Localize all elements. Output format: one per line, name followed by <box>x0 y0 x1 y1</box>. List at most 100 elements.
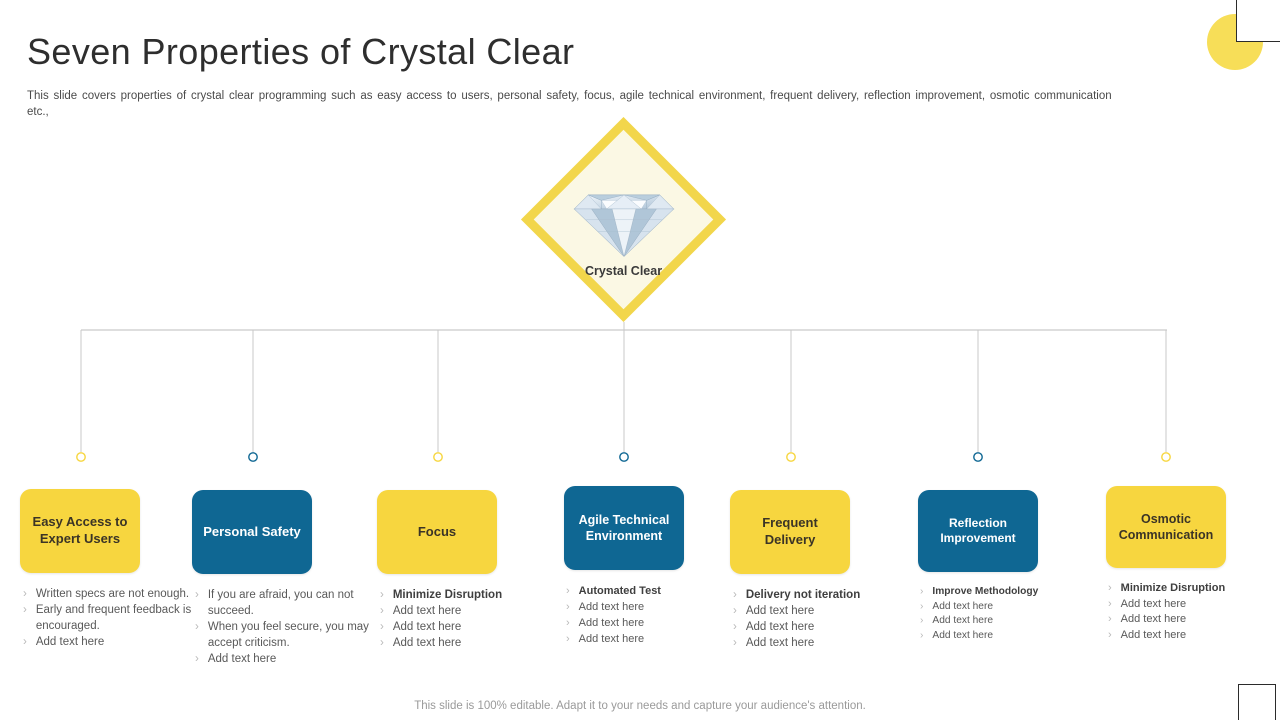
page-subtitle: This slide covers properties of crystal … <box>27 90 1112 118</box>
page-title: Seven Properties of Crystal Clear <box>27 31 575 72</box>
chevron-right-icon: › <box>733 605 737 617</box>
center-node-crystal-clear: Crystal Clear <box>520 116 727 323</box>
bullet-item: › Delivery not iteration <box>733 587 933 603</box>
chevron-right-icon: › <box>733 589 737 601</box>
bullet-item: ›Add text here <box>23 634 198 650</box>
property-bullet-list: ›Delivery not iteration›Add text here›Ad… <box>733 587 933 651</box>
chevron-right-icon: › <box>23 604 27 616</box>
property-card-4[interactable]: Agile Technical Environment <box>564 486 684 570</box>
bullet-item: › Add text here <box>380 635 570 651</box>
property-column: Personal Safety ›If you are afraid, you c… <box>192 490 370 667</box>
bullet-text: Add text here <box>578 633 645 645</box>
bullet-item: › Add text here <box>1108 612 1280 628</box>
property-bullet-list: ›Automated Test›Add text here›Add text h… <box>566 583 756 647</box>
chevron-right-icon: › <box>380 589 384 601</box>
chevron-right-icon: › <box>1108 582 1112 594</box>
bullet-text: Add text here <box>932 629 994 641</box>
bullet-text: Add text here <box>745 605 815 617</box>
property-bullet-list: ›Written specs are not enough.›Early and… <box>23 586 198 650</box>
bullet-item: › Add text here <box>920 614 1115 629</box>
bullet-item: › Add text here <box>920 600 1115 615</box>
chevron-right-icon: › <box>1108 613 1112 626</box>
bullet-item: › Add text here <box>1108 628 1280 644</box>
bullet-item: › Add text here <box>566 631 756 647</box>
chevron-right-icon: › <box>380 605 384 617</box>
bullet-item: ›If you are afraid, you can not succeed. <box>195 587 370 619</box>
bullet-item: ›Automated Test <box>566 583 756 599</box>
bullet-text: Add text here <box>932 600 994 612</box>
chevron-right-icon: › <box>733 637 737 649</box>
center-node-label: Crystal Clear <box>584 264 663 278</box>
chevron-right-icon: › <box>566 601 570 613</box>
bullet-item: › Add text here <box>380 603 570 619</box>
chevron-right-icon: › <box>733 621 737 633</box>
bullet-item: ›Early and frequent feedback is encourag… <box>23 602 198 634</box>
chevron-right-icon: › <box>195 621 199 633</box>
property-bullet-list: ›If you are afraid, you can not succeed.… <box>195 587 370 667</box>
property-card-3[interactable]: Focus <box>377 490 497 574</box>
bullet-text: Early and frequent feedback is encourage… <box>35 604 192 632</box>
chevron-right-icon: › <box>23 588 27 600</box>
bullet-item: › Add text here <box>566 615 756 631</box>
bullet-item: › Add text here <box>920 629 1115 644</box>
bullet-text: Add text here <box>392 605 462 617</box>
decorative-square-top-right <box>1236 0 1280 42</box>
bullet-item: › Add text here <box>733 619 933 635</box>
connector-node-4 <box>619 452 629 462</box>
property-card-1[interactable]: Easy Access to Expert Users <box>20 489 140 573</box>
bullet-text: Written specs are not enough. <box>35 588 190 600</box>
chevron-right-icon: › <box>566 585 570 597</box>
chevron-right-icon: › <box>195 589 199 601</box>
bullet-text: Add text here <box>745 621 815 633</box>
property-bullet-list: ›Minimize Disruption›Add text here›Add t… <box>1108 581 1280 643</box>
chevron-right-icon: › <box>195 653 199 665</box>
connector-node-7 <box>1161 452 1171 462</box>
property-card-label: Agile Technical Environment <box>578 513 670 543</box>
bullet-item: › Minimize Disruption <box>380 587 570 603</box>
chevron-right-icon: › <box>920 600 924 612</box>
property-card-7[interactable]: Osmotic Communication <box>1106 486 1226 568</box>
bullet-text: Add text here <box>1120 628 1187 641</box>
bullet-item: › Add text here <box>733 603 933 619</box>
bullet-text: Add text here <box>932 615 994 627</box>
property-card-6[interactable]: Reflection Improvement <box>918 490 1038 572</box>
bullet-text: Minimize Disruption <box>392 589 503 601</box>
property-card-label: Frequent Delivery <box>762 515 818 547</box>
property-bullet-list: › Improve Methodology › Add text here › Add t… <box>920 585 1115 643</box>
chevron-right-icon: › <box>920 586 924 597</box>
property-column: Agile Technical Environment ›Automated Te… <box>564 486 754 647</box>
connector-node-3 <box>433 452 443 462</box>
property-card-5[interactable]: Frequent Delivery <box>730 490 850 574</box>
bullet-item: › Add text here <box>195 651 370 667</box>
chevron-right-icon: › <box>566 633 570 645</box>
bullet-text: Add text here <box>207 653 277 665</box>
property-column: Reflection Improvement › Improve Methodolo… <box>918 490 1113 643</box>
property-card-2[interactable]: Personal Safety <box>192 490 312 574</box>
slide-footer-note: This slide is 100% editable. Adapt it to… <box>414 700 866 712</box>
bullet-text: Add text here <box>392 637 462 649</box>
chevron-right-icon: › <box>1108 628 1112 641</box>
bullet-item: › When you feel secure, you may accept cr… <box>195 619 370 651</box>
bullet-item: ›Minimize Disruption <box>1108 581 1280 597</box>
connector-node-1 <box>76 452 86 462</box>
chevron-right-icon: › <box>1108 597 1112 610</box>
property-card-label: Focus <box>417 523 457 539</box>
property-card-label: Easy Access to Expert Users <box>32 514 128 546</box>
property-card-label: Reflection Improvement <box>940 515 1016 545</box>
bullet-item: ›Add text here <box>1108 597 1280 613</box>
chevron-right-icon: › <box>23 636 27 648</box>
bullet-text: Add text here <box>578 601 645 613</box>
chevron-right-icon: › <box>920 615 924 627</box>
bullet-item: ›Add text here <box>733 635 933 651</box>
chevron-right-icon: › <box>380 621 384 633</box>
connector-node-5 <box>786 452 796 462</box>
connector-node-2 <box>248 452 258 462</box>
bullet-text: Delivery not iteration <box>745 589 861 601</box>
property-card-label: Personal Safety <box>203 523 301 539</box>
bullet-item: › Add text here <box>566 599 756 615</box>
bullet-text: Add text here <box>1120 613 1187 626</box>
bullet-text: Add text here <box>578 617 645 629</box>
bullet-text: Improve Methodology <box>932 586 1039 597</box>
bullet-text: When you feel secure, you may accept cri… <box>207 621 369 649</box>
